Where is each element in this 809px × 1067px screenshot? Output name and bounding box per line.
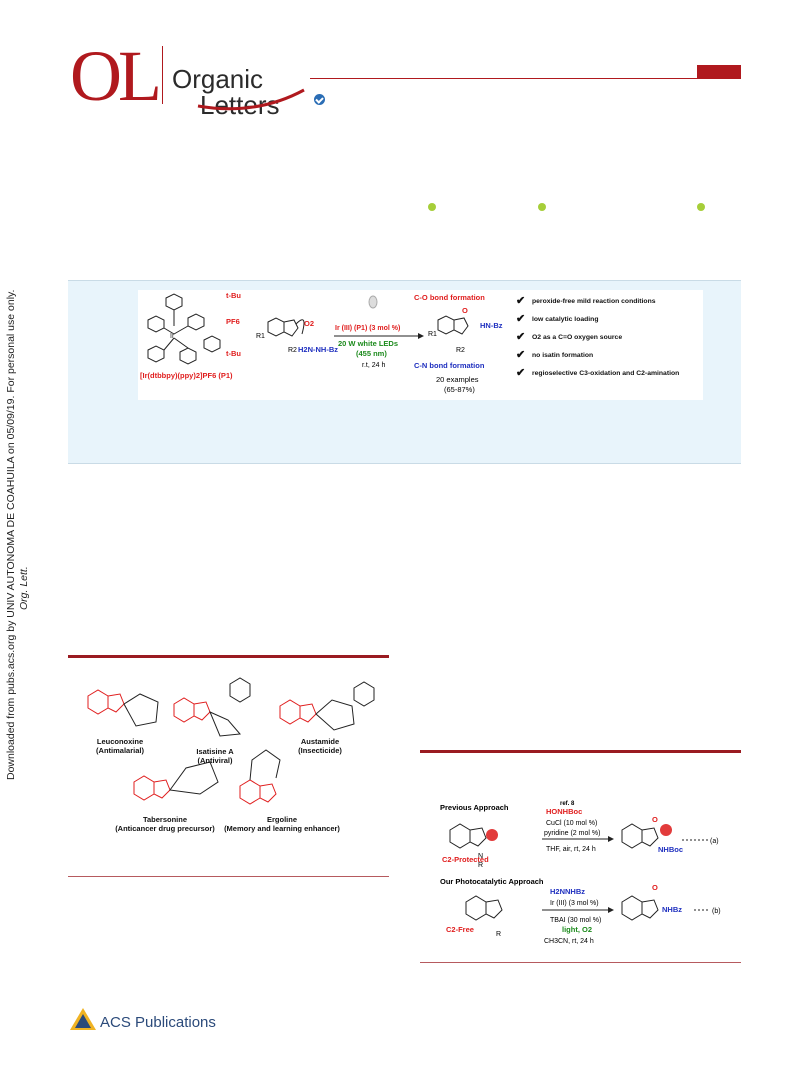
- scheme1-bottom-rule: [420, 962, 741, 963]
- prev-cond-2: pyridine (2 mol %): [544, 830, 600, 837]
- c2-protecting-group-icon: [486, 829, 498, 841]
- product-r2: R2: [456, 347, 465, 354]
- cn-bond-label: C-N bond formation: [414, 361, 485, 370]
- c2-free-label: C2-Free: [446, 925, 474, 934]
- our-approach-title: Our Photocatalytic Approach: [440, 877, 544, 886]
- prev-cond-3: THF, air, rt, 24 h: [546, 846, 596, 853]
- compound-name-2: Isatisine A: [196, 747, 234, 756]
- scheme1-graphic: Previous Approach N R C2-Protected ref. …: [440, 801, 721, 945]
- reagent-hydrazide: H2N-NH-Bz: [298, 345, 338, 354]
- header-tab: [697, 65, 741, 79]
- logo-divider: [162, 46, 163, 104]
- our-r: R: [496, 931, 501, 938]
- catalyst-label-pf6: PF6: [226, 317, 240, 326]
- side-journal-text: Org. Lett.: [18, 566, 30, 610]
- lightbulb-icon: [368, 295, 378, 309]
- publisher-name[interactable]: ACS Publications: [100, 1014, 216, 1031]
- figure1-bottom-rule: [68, 876, 389, 877]
- download-note-text: Downloaded from pubs.acs.org by UNIV AUT…: [5, 290, 17, 780]
- catalyst-label-tbu1: t-Bu: [226, 291, 241, 300]
- conditions-light: 20 W white LEDs: [338, 339, 398, 348]
- compound-name-4: Tabersonine: [143, 815, 187, 824]
- product-protecting-group-icon: [660, 824, 672, 836]
- yield-range: (65-87%): [444, 385, 475, 394]
- svg-text:✔: ✔: [516, 367, 525, 379]
- svg-text:✔: ✔: [516, 349, 525, 361]
- our-cond-1: Ir (III) (3 mol %): [550, 900, 599, 907]
- our-product-group: NHBz: [662, 905, 682, 914]
- prev-reagent: HONHBoc: [546, 807, 582, 816]
- prev-label: (a): [710, 838, 719, 845]
- c2-protected-label: C2-Protected: [442, 855, 489, 864]
- orcid-icon[interactable]: [538, 203, 546, 211]
- co-bond-label: C-O bond formation: [414, 293, 485, 302]
- svg-text:✔: ✔: [516, 295, 525, 307]
- compound-activity-5: (Memory and learning enhancer): [224, 824, 340, 833]
- reactant-r1: R1: [256, 333, 265, 340]
- figure1-top-rule: [68, 655, 389, 658]
- compound-activity-1: (Antimalarial): [96, 746, 144, 755]
- conditions-catalyst: Ir (III) (P1) (3 mol %): [335, 325, 400, 332]
- svg-text:✔: ✔: [516, 313, 525, 325]
- catalyst-name: [Ir(dtbbpy)(ppy)2]PF6 (P1): [140, 371, 233, 380]
- compound-activity-3: (Insecticide): [298, 746, 342, 755]
- journal-name-line1: Organic: [172, 64, 264, 94]
- scheme1-top-rule: [420, 750, 741, 753]
- svg-text:O: O: [652, 815, 658, 824]
- our-cond-2: TBAI (30 mol %): [550, 917, 601, 924]
- feature-3: O2 as a C=O oxygen source: [532, 334, 622, 341]
- acs-logo-icon: [70, 1008, 96, 1030]
- orcid-icon[interactable]: [697, 203, 705, 211]
- svg-text:O: O: [652, 883, 658, 892]
- our-cond-3: light, O2: [562, 925, 592, 934]
- product-r1: R1: [428, 331, 437, 338]
- compound-activity-2: (Antiviral): [197, 756, 233, 765]
- our-label: (b): [712, 908, 721, 915]
- compound-name-5: Ergoline: [267, 815, 297, 824]
- our-cond-4: CH3CN, rt, 24 h: [544, 938, 594, 945]
- orcid-icon[interactable]: [428, 203, 436, 211]
- catalyst-label-tbu2: t-Bu: [226, 349, 241, 358]
- product-group: HN-Bz: [480, 321, 503, 330]
- svg-text:O: O: [462, 306, 468, 315]
- compound-name-3: Austamide: [301, 737, 339, 746]
- reagent-o2: O2: [304, 319, 314, 328]
- feature-2: low catalytic loading: [532, 316, 598, 323]
- feature-1: peroxide-free mild reaction conditions: [532, 298, 656, 305]
- feature-5: regioselective C3-oxidation and C2-amina…: [532, 370, 679, 377]
- figure1-graphic: Leuconoxine (Antimalarial) Isatisine A (…: [87, 677, 375, 833]
- prev-cond-1: CuCl (10 mol %): [546, 820, 597, 827]
- prev-r: R: [478, 862, 483, 869]
- ref-label: ref. 8: [560, 801, 575, 807]
- reactant-r2: R2: [288, 347, 297, 354]
- logo-swoosh: [197, 88, 305, 111]
- examples-count: 20 examples: [436, 375, 479, 384]
- conditions-time: r.t, 24 h: [362, 362, 385, 369]
- conditions-wavelength: (455 nm): [356, 349, 387, 358]
- header-rule: [310, 78, 741, 79]
- download-note: Downloaded from pubs.acs.org by UNIV AUT…: [5, 290, 30, 780]
- compound-activity-4: (Anticancer drug precursor): [115, 824, 215, 833]
- previous-approach-title: Previous Approach: [440, 803, 509, 812]
- journal-logo: OL: [70, 36, 162, 116]
- our-reagent: H2NNHBz: [550, 887, 585, 896]
- prev-product-group: NHBoc: [658, 845, 683, 854]
- compound-name-1: Leuconoxine: [97, 737, 143, 746]
- verified-check-icon[interactable]: [314, 94, 325, 105]
- svg-text:N: N: [478, 853, 483, 860]
- toc-graphic: Ir t-Bu PF6 t-Bu [Ir(dtbbpy)(ppy)2]PF6 (…: [138, 290, 703, 400]
- feature-4: no isatin formation: [532, 352, 593, 359]
- svg-text:Ir: Ir: [170, 333, 175, 340]
- svg-text:✔: ✔: [516, 331, 525, 343]
